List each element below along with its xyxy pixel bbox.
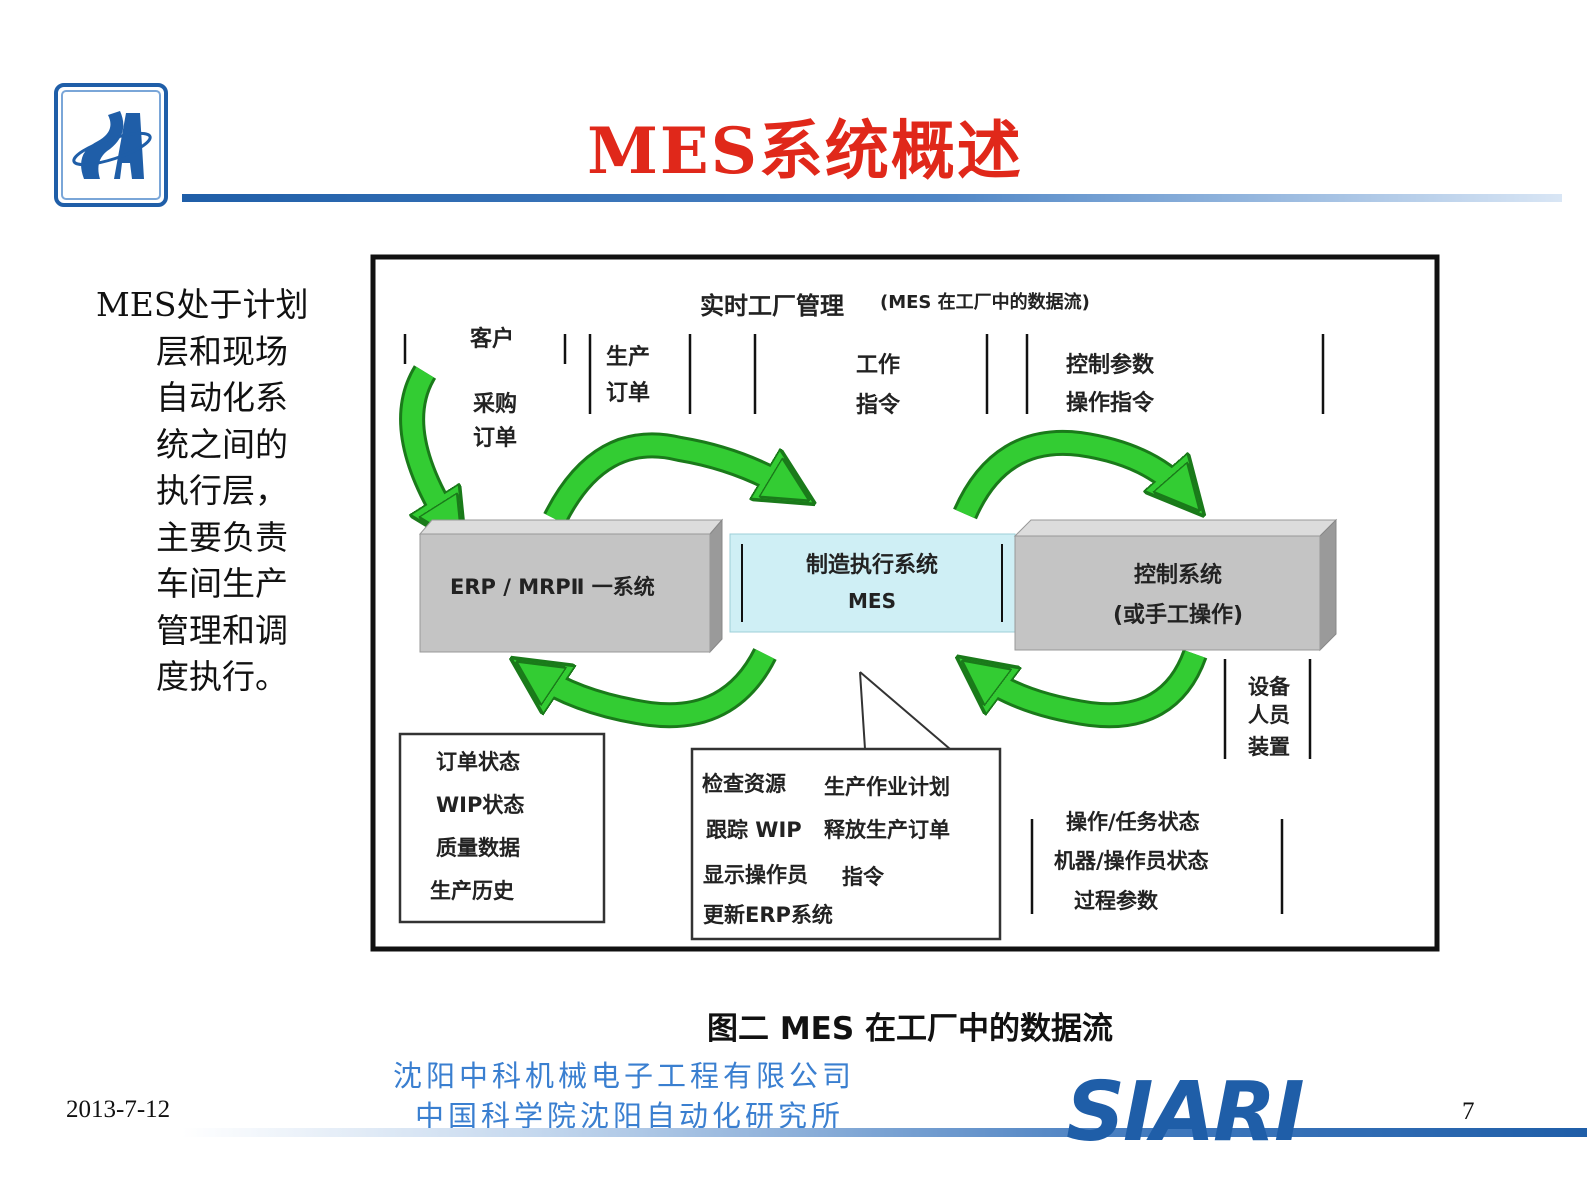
description-line: 执行层， bbox=[156, 471, 288, 510]
title-divider bbox=[182, 194, 1562, 202]
status-history: 生产历史 bbox=[430, 879, 515, 903]
center-row-1-a: 跟踪 WIP bbox=[706, 818, 802, 842]
status-wip: WIP状态 bbox=[436, 793, 524, 817]
right-status-group: 操作/任务状态 机器/操作员状态 过程参数 bbox=[1030, 810, 1284, 914]
description-line: 车间生产 bbox=[156, 564, 288, 603]
label-work: 工作 bbox=[856, 353, 900, 378]
center-row-2-b: 指令 bbox=[842, 865, 885, 889]
arrow-control-to-mes-fill bbox=[980, 650, 1205, 726]
label-production-order: 订单 bbox=[606, 381, 650, 406]
top-separators bbox=[403, 334, 1325, 414]
arrow-mes-to-control-fill bbox=[955, 432, 1185, 519]
status-process: 过程参数 bbox=[1074, 889, 1159, 913]
mes-box-title: 制造执行系统 bbox=[806, 552, 938, 578]
status-task: 操作/任务状态 bbox=[1066, 810, 1200, 834]
green-flow-arrows bbox=[399, 365, 1205, 729]
mes-dataflow-diagram: 实时工厂管理 (MES 在工厂中的数据流) 客户 采购 订单 生产 订单 工作 … bbox=[370, 254, 1440, 952]
page-number: 7 bbox=[1462, 1098, 1475, 1125]
footer-divider bbox=[182, 1128, 1587, 1137]
center-row-2-a: 显示操作员 bbox=[703, 863, 808, 887]
diagram-heading-note: (MES 在工厂中的数据流) bbox=[880, 291, 1090, 313]
left-status-box: 订单状态 WIP状态 质量数据 生产历史 bbox=[398, 732, 606, 924]
center-row-3-a: 更新ERP系统 bbox=[703, 903, 833, 927]
center-row-0-a: 检查资源 bbox=[702, 772, 786, 796]
description-text: MES处于计划 层和现场 自动化系 统之间的 执行层， 主要负责 车间生产 管理… bbox=[96, 282, 312, 701]
label-production: 生产 bbox=[606, 345, 650, 370]
page-title: MES系统概述 bbox=[587, 114, 1023, 189]
label-control-params: 控制参数 bbox=[1066, 352, 1155, 378]
control-box-title: 控制系统 bbox=[1134, 562, 1222, 588]
mes-box: 制造执行系统 MES bbox=[729, 533, 1016, 633]
description-line: 主要负责 bbox=[156, 517, 288, 557]
svg-text:SIARI: SIARI bbox=[1066, 1070, 1303, 1150]
label-purchase: 采购 bbox=[473, 391, 517, 417]
arrow-mes-to-erp-fill bbox=[535, 649, 774, 726]
label-equipment: 设备 bbox=[1248, 675, 1291, 699]
label-operation-instruction: 操作指令 bbox=[1066, 390, 1155, 416]
diagram-caption: 图二 MES 在工厂中的数据流 bbox=[700, 1003, 1120, 1048]
center-callout-box: 检查资源 生产作业计划 跟踪 WIP 释放生产订单 显示操作员 指令 更新ERP… bbox=[690, 671, 1002, 941]
label-device: 装置 bbox=[1248, 735, 1290, 759]
erp-box: ERP / MRPⅡ 一系统 bbox=[418, 518, 724, 654]
arrow-customer-to-erp-fill bbox=[402, 366, 450, 524]
status-quality: 质量数据 bbox=[436, 836, 520, 860]
mes-box-subtitle: MES bbox=[848, 589, 896, 613]
description-line: 统之间的 bbox=[156, 424, 288, 464]
label-customer: 客户 bbox=[470, 326, 514, 352]
company-name-2: 中国科学院沈阳自动化研究所 bbox=[415, 1099, 845, 1133]
label-personnel: 人员 bbox=[1248, 703, 1290, 727]
caption-text: MES 在工厂中的数据流 bbox=[779, 1011, 1113, 1047]
description-line: 自动化系 bbox=[156, 378, 288, 417]
caption-prefix: 图二 bbox=[707, 1011, 770, 1047]
center-row-1-b: 释放生产订单 bbox=[824, 818, 950, 842]
status-machine: 机器/操作员状态 bbox=[1054, 849, 1209, 873]
footer-date: 2013-7-12 bbox=[66, 1096, 171, 1123]
diagram-heading: 实时工厂管理 bbox=[700, 292, 844, 320]
status-order: 订单状态 bbox=[436, 750, 520, 774]
company-name-1: 沈阳中科机械电子工程有限公司 bbox=[393, 1059, 856, 1093]
control-box-subtitle: (或手工操作) bbox=[1113, 602, 1243, 628]
description-line: 度执行。 bbox=[156, 657, 288, 696]
description-line: MES处于计划 bbox=[96, 285, 309, 324]
erp-box-label: ERP / MRPⅡ 一系统 bbox=[450, 575, 655, 599]
description-line: 层和现场 bbox=[156, 331, 288, 371]
label-instruction: 指令 bbox=[856, 392, 901, 418]
control-system-box: 控制系统 (或手工操作) bbox=[1013, 518, 1338, 652]
siari-logo-icon: SIARI bbox=[1066, 1070, 1305, 1150]
sa-logo-icon bbox=[54, 83, 168, 207]
label-order: 订单 bbox=[473, 426, 517, 451]
description-line: 管理和调 bbox=[156, 610, 288, 650]
arrow-erp-to-mes-fill bbox=[546, 435, 790, 524]
center-row-0-b: 生产作业计划 bbox=[824, 775, 950, 799]
